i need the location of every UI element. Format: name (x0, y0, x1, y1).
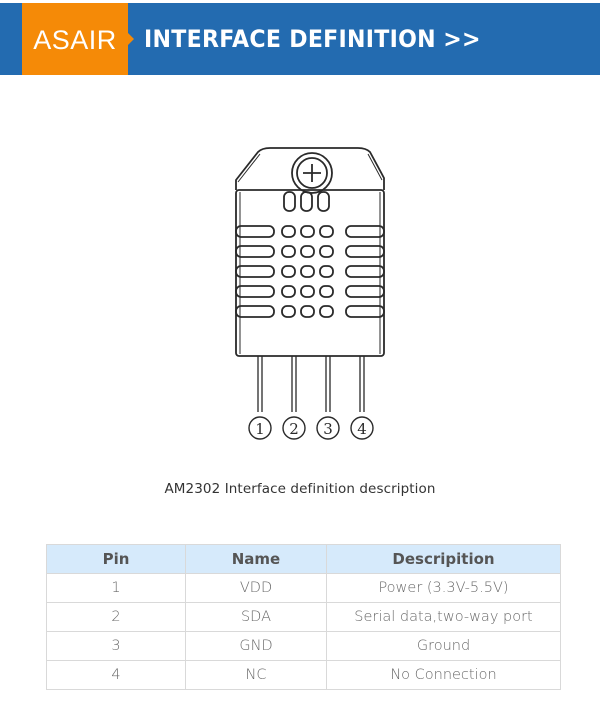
cell-name: NC (185, 660, 327, 690)
figure-caption: AM2302 Interface definition description (164, 481, 436, 497)
pin-label-3: 3 (323, 420, 333, 438)
cell-name: GND (185, 631, 327, 661)
table-header-row: Pin Name Descripition (46, 544, 561, 574)
section-title-text: INTERFACE DEFINITION (144, 25, 436, 53)
table-row: 2 SDA Serial data,two-way port (46, 602, 561, 632)
table-row: 3 GND Ground (46, 631, 561, 661)
cell-name: VDD (185, 573, 327, 603)
cell-description: Ground (326, 631, 561, 661)
cell-name: SDA (185, 602, 327, 632)
table-row: 4 NC No Connection (46, 660, 561, 690)
brand-logo: ASAIR (22, 3, 134, 75)
pin-label-2: 2 (289, 420, 299, 438)
header-banner: ASAIR INTERFACE DEFINITION >> (0, 3, 600, 75)
mount-hole-icon (291, 152, 333, 194)
cell-pin: 1 (46, 573, 186, 603)
pin-definition-table: Pin Name Descripition 1 VDD Power (3.3V-… (46, 544, 561, 690)
column-header-description: Descripition (326, 544, 561, 574)
sensor-pins (257, 356, 365, 412)
sensor-cap-outline (235, 147, 385, 190)
sensor-diagram: 1 2 3 4 (235, 147, 385, 440)
pin-label-1: 1 (255, 420, 265, 438)
pin-label-4: 4 (357, 420, 367, 438)
pin-number-labels (248, 416, 374, 440)
cell-description: Serial data,two-way port (326, 602, 561, 632)
cell-pin: 4 (46, 660, 186, 690)
column-header-pin: Pin (46, 544, 186, 574)
cell-pin: 3 (46, 631, 186, 661)
section-title: INTERFACE DEFINITION >> (144, 3, 481, 75)
cell-pin: 2 (46, 602, 186, 632)
column-header-name: Name (185, 544, 327, 574)
cell-description: No Connection (326, 660, 561, 690)
vent-grid (235, 225, 385, 318)
sensor-body-outline (235, 189, 385, 357)
double-chevron-icon: >> (443, 25, 481, 53)
table-row: 1 VDD Power (3.3V-5.5V) (46, 573, 561, 603)
cell-description: Power (3.3V-5.5V) (326, 573, 561, 603)
brand-name: ASAIR (33, 24, 117, 55)
